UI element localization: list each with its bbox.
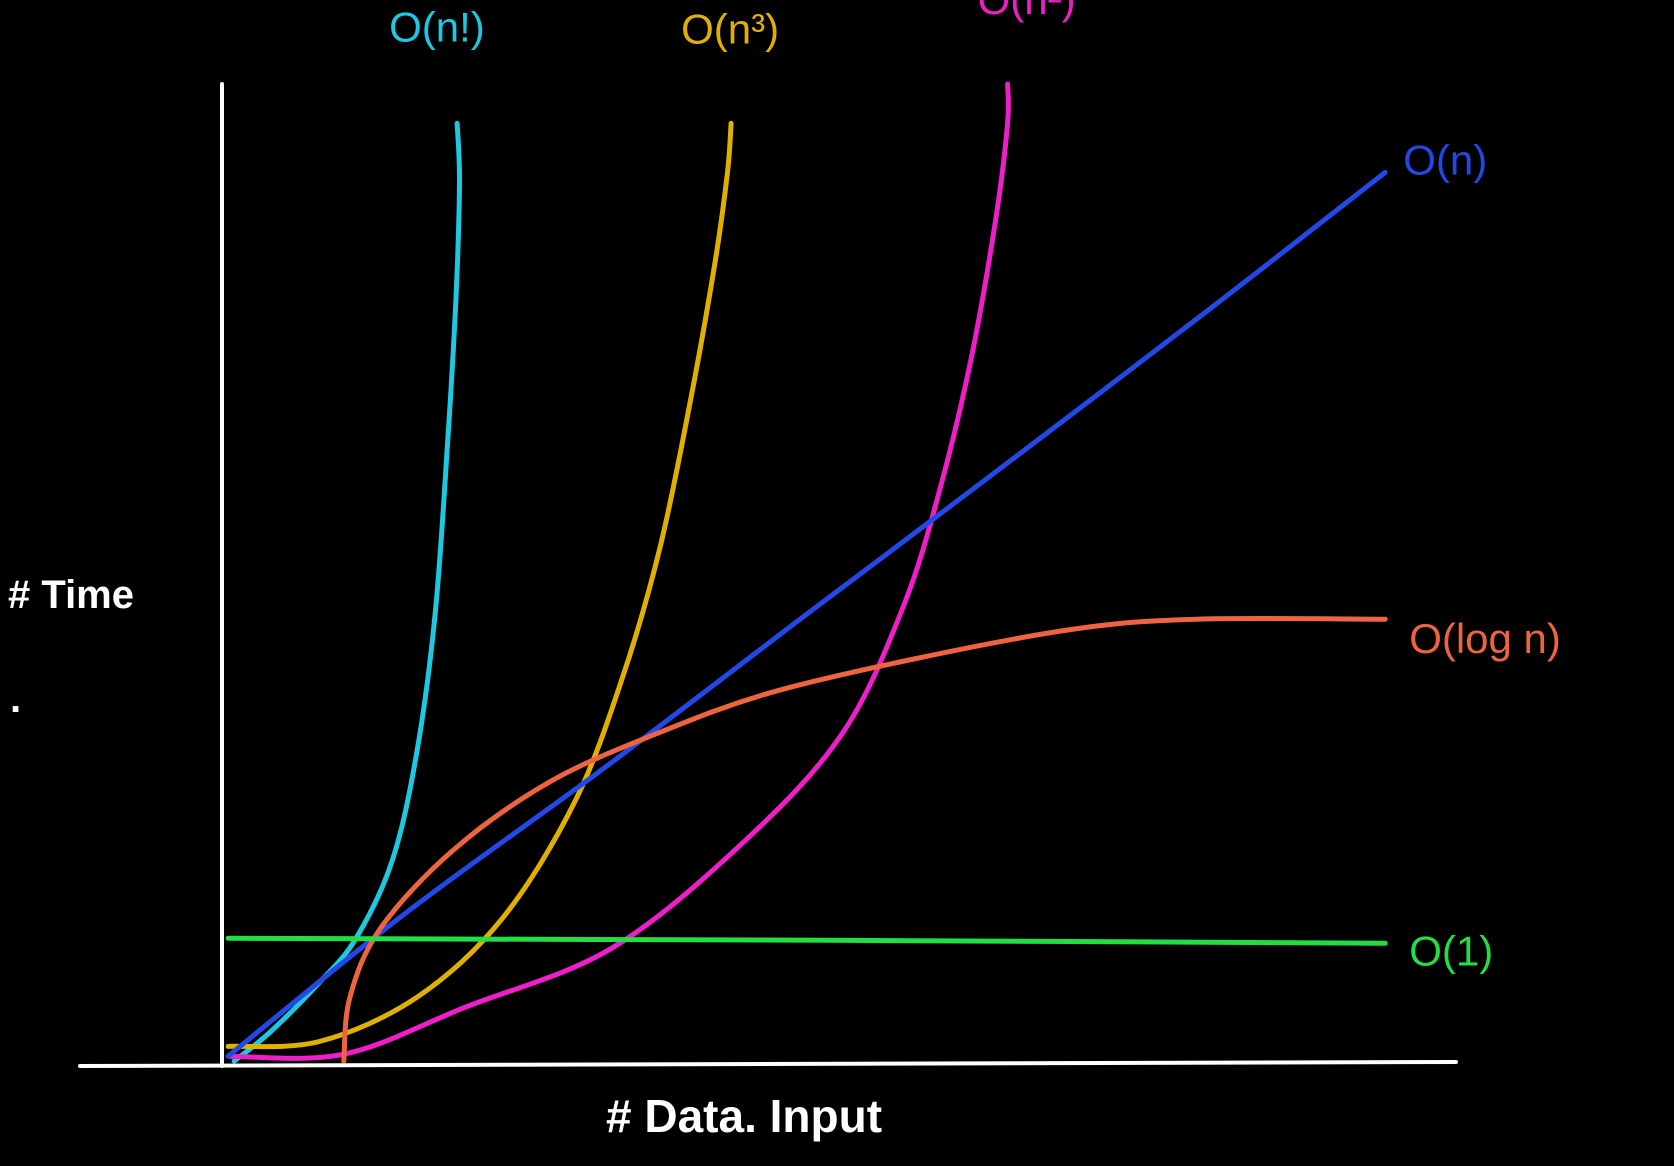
- series-line-o-n: [231, 120, 463, 1064]
- y-axis-mark: .: [10, 677, 21, 721]
- series-label-o-n: O(n³): [681, 5, 779, 52]
- series-line-o-n: [225, 81, 1011, 1061]
- series-label-layer: O(n!) O(n³) O(n²) O(n) O(log n) O(1): [389, 0, 1561, 974]
- series-line-o-n: [225, 120, 734, 1050]
- series-label-o-n: O(n!): [389, 3, 485, 50]
- series-label-o-n: O(n): [1403, 136, 1487, 183]
- series-label-o-log-n: O(log n): [1409, 615, 1561, 662]
- y-axis-label: # Time: [8, 573, 134, 617]
- x-axis: [78, 1060, 1458, 1068]
- series-line-o-1: [225, 935, 1388, 946]
- series-label-o-n: O(n²): [978, 0, 1076, 23]
- series-label-o-1: O(1): [1409, 927, 1493, 974]
- series-line-o-log-n: [341, 615, 1388, 1064]
- x-axis-label: # Data. Input: [606, 1090, 882, 1142]
- series-layer: [225, 81, 1388, 1064]
- series-line-o-n: [225, 169, 1388, 1059]
